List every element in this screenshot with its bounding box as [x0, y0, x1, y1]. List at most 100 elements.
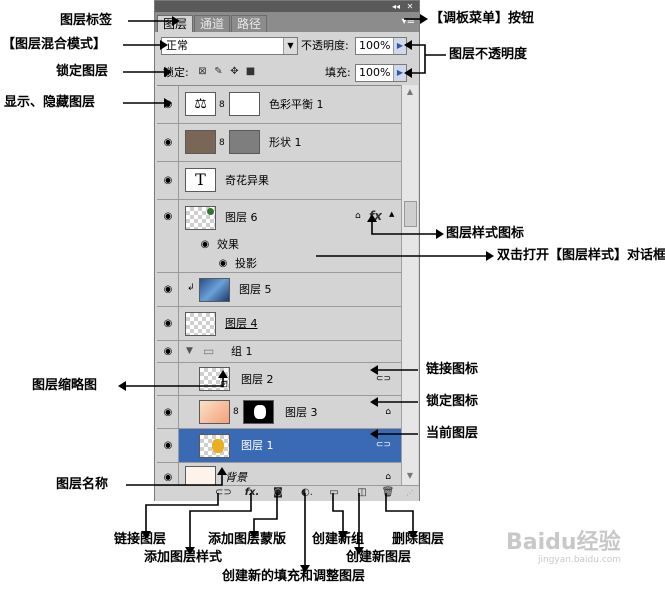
opacity-field[interactable]: 100% ▶: [355, 37, 407, 55]
layer-list: ◉ ⚖ 8 色彩平衡 1 ◉ 8 形状 1 ◉ T 奇花异果 ◉ 图层 6 ⌂: [157, 85, 401, 486]
layer-name[interactable]: 图层 3: [285, 406, 318, 419]
new-layer-icon[interactable]: ◫: [357, 487, 367, 498]
layer-row[interactable]: ◉ ⚖ 8 色彩平衡 1: [157, 86, 401, 124]
eye-icon[interactable]: ◉: [163, 472, 173, 483]
scroll-up-icon[interactable]: ▲: [406, 87, 414, 96]
eye-icon[interactable]: ◉: [163, 175, 173, 186]
layer-thumbnail[interactable]: [185, 312, 216, 336]
layer-row[interactable]: ◉ 8 形状 1: [157, 124, 401, 162]
opacity-value: 100%: [359, 39, 391, 52]
layer-name[interactable]: 色彩平衡 1: [269, 98, 324, 111]
trash-icon[interactable]: 🗑: [381, 487, 395, 498]
layer-thumbnail[interactable]: [199, 278, 230, 302]
eye-icon[interactable]: ◉: [163, 440, 173, 451]
layers-panel: ◂◂ ✕ 图层 通道 路径 ▾≡ 正常 ▼ 不透明度: 100% ▶ 锁定: ⊠…: [154, 0, 420, 501]
eye-icon[interactable]: ◉: [163, 318, 173, 329]
layer-name[interactable]: 背景: [225, 471, 247, 484]
layer-name[interactable]: 图层 1: [241, 439, 274, 452]
layer-row[interactable]: ◉ 8 图层 3 ⌂: [157, 396, 401, 429]
layer-thumbnail[interactable]: [199, 434, 230, 458]
eye-column: ◉: [157, 463, 179, 486]
add-style-icon[interactable]: fx.: [244, 487, 260, 498]
lock-fill-row: 锁定: ⊠ ✎ ✥ ■ 填充: 100% ▶: [155, 61, 419, 85]
eye-column: ◉: [157, 200, 179, 236]
close-icon[interactable]: ✕: [406, 2, 414, 11]
annotation-double-click: 双击打开【图层样式】对话框: [497, 248, 665, 263]
eye-icon[interactable]: ◉: [200, 239, 210, 250]
layer-name[interactable]: 形状 1: [269, 136, 302, 149]
collapse-effects-icon[interactable]: ▲: [389, 210, 395, 218]
blend-mode-select[interactable]: 正常 ▼: [161, 37, 298, 55]
lock-icon: ⌂: [385, 407, 391, 417]
lock-move-icon[interactable]: ✥: [230, 66, 239, 77]
annotation-show-hide: 显示、隐藏图层: [4, 95, 96, 110]
layer-scrollbar[interactable]: ▲ ▼: [401, 85, 418, 485]
layer-name[interactable]: 图层 6: [225, 211, 258, 224]
annotation-link-layers: 链接图层: [114, 532, 167, 547]
collapse-icon[interactable]: ◂◂: [391, 2, 401, 11]
scroll-down-icon[interactable]: ▼: [406, 471, 414, 480]
text-thumbnail[interactable]: T: [185, 168, 216, 192]
layer-name[interactable]: 图层 4: [225, 317, 258, 330]
new-fill-adjustment-icon[interactable]: ◐.: [301, 487, 313, 498]
layer-row[interactable]: ◉ 图层 6 ⌂ fx ▲: [157, 200, 401, 236]
chain-icon[interactable]: 8: [219, 100, 225, 110]
group-row[interactable]: ◉ ▼ ▭ 组 1: [157, 341, 401, 363]
annotation-lock-layer: 锁定图层: [56, 64, 109, 79]
mask-thumbnail[interactable]: [243, 400, 274, 424]
lock-all-icon[interactable]: ■: [245, 66, 256, 77]
annotation-new-fill: 创建新的填充和调整图层: [222, 569, 366, 584]
resize-grip-icon[interactable]: ⋰: [406, 489, 414, 497]
effects-row[interactable]: ◉ 效果: [157, 236, 401, 254]
tab-paths[interactable]: 路径: [231, 15, 268, 32]
layer-thumbnail[interactable]: [199, 400, 230, 424]
eye-icon[interactable]: ◉: [163, 346, 173, 357]
link-icon[interactable]: ⊂⊃: [375, 440, 391, 450]
layer-thumbnail[interactable]: [185, 206, 216, 230]
annotation-style-icon: 图层样式图标: [446, 226, 525, 241]
eye-icon[interactable]: ◉: [163, 407, 173, 418]
annotation-panel-menu: 【调板菜单】按钮: [430, 11, 535, 26]
layer-name[interactable]: 图层 5: [239, 283, 272, 296]
fill-field[interactable]: 100% ▶: [355, 64, 407, 82]
chevron-right-icon[interactable]: ▶: [393, 65, 406, 81]
panel-menu-icon[interactable]: ▾≡: [401, 16, 415, 27]
lock-transparent-icon[interactable]: ⊠: [198, 66, 207, 77]
chain-icon[interactable]: 8: [219, 138, 225, 148]
tab-channels[interactable]: 通道: [194, 15, 231, 32]
eye-icon[interactable]: ◉: [163, 137, 173, 148]
annotation-new-layer: 创建新图层: [346, 550, 412, 565]
chevron-down-icon[interactable]: ▼: [283, 38, 297, 54]
layer-row[interactable]: ◉ ↲ 图层 5: [157, 273, 401, 307]
lock-brush-icon[interactable]: ✎: [214, 66, 223, 77]
expand-triangle-icon[interactable]: ▼: [186, 346, 193, 356]
effect-name[interactable]: 投影: [235, 257, 257, 270]
layer-thumbnail[interactable]: [185, 466, 216, 486]
eye-icon[interactable]: ◉: [163, 284, 173, 295]
new-group-icon[interactable]: ▭: [329, 487, 339, 498]
layer-row[interactable]: ◉ T 奇花异果: [157, 162, 401, 200]
link-icon[interactable]: ⊂⊃: [375, 374, 391, 384]
eye-icon[interactable]: ◉: [163, 211, 173, 222]
layer-row[interactable]: ◉ 图层 4: [157, 307, 401, 341]
layer-name[interactable]: 奇花异果: [225, 174, 269, 187]
eye-icon[interactable]: ◉: [218, 258, 228, 269]
layer-name[interactable]: 图层 2: [241, 373, 274, 386]
mask-thumbnail[interactable]: [229, 92, 260, 116]
fill-value: 100%: [359, 66, 391, 79]
layer-row[interactable]: ◉ 背景 ⌂: [157, 463, 401, 486]
vector-mask-thumbnail[interactable]: [229, 130, 260, 154]
layer-row-selected[interactable]: ◉ 图层 1 ⊂⊃: [157, 429, 401, 463]
panel-titlebar: ◂◂ ✕: [155, 1, 419, 12]
shape-thumbnail[interactable]: [185, 130, 216, 154]
add-mask-icon[interactable]: ◙: [273, 487, 283, 498]
chevron-right-icon[interactable]: ▶: [393, 38, 406, 54]
layer-row[interactable]: ⊡ 图层 2 ⊂⊃: [157, 363, 401, 396]
effects-label: 效果: [217, 238, 239, 251]
effect-row[interactable]: ◉ 投影: [157, 254, 401, 273]
chain-icon[interactable]: 8: [233, 407, 239, 417]
adjustment-thumbnail[interactable]: ⚖: [185, 92, 216, 116]
link-layers-icon[interactable]: ⊂⊃: [215, 487, 232, 498]
scroll-thumb[interactable]: [404, 201, 417, 227]
group-name[interactable]: 组 1: [231, 345, 253, 358]
